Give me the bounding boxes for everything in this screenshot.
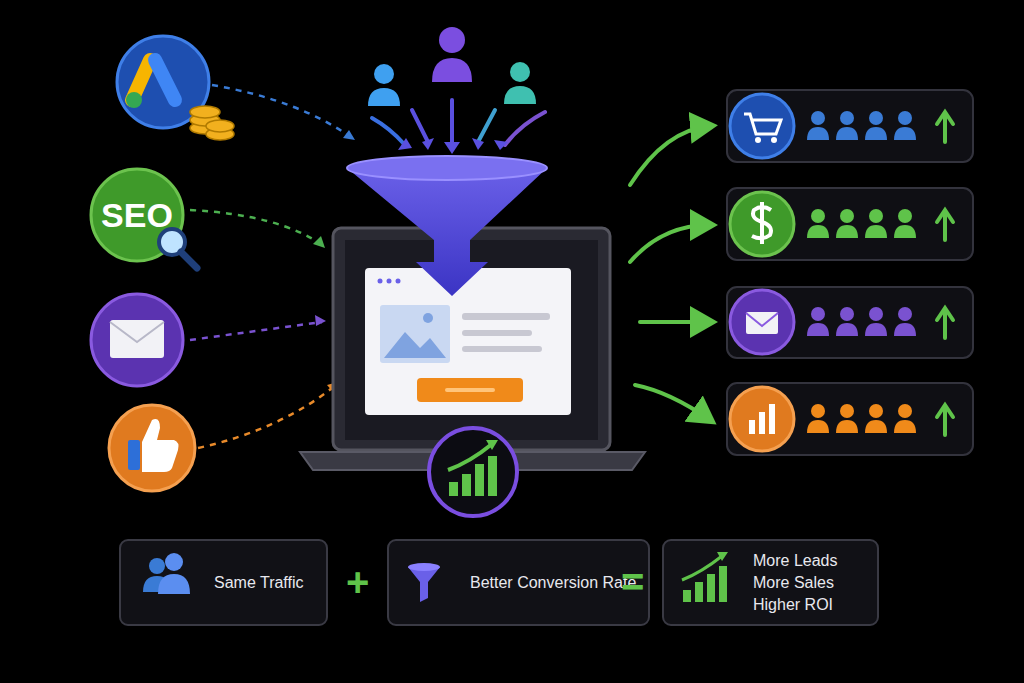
- person-icon: [898, 209, 912, 223]
- output-arrows: [630, 126, 710, 420]
- person-icon: [811, 209, 825, 223]
- person-icon: [840, 307, 854, 321]
- person-icon: [807, 323, 829, 336]
- source-lines: [190, 85, 355, 448]
- seo-icon: [91, 169, 197, 268]
- person-icon: [836, 420, 858, 433]
- person-icon: [811, 404, 825, 418]
- source-circle: SEO: [91, 169, 183, 261]
- person-icon: [898, 307, 912, 321]
- people-rows: [807, 111, 953, 435]
- person-icon: [840, 404, 854, 418]
- person-icon: [869, 209, 883, 223]
- node-text: More Leads: [753, 550, 838, 572]
- person-icon: [836, 323, 858, 336]
- person-icon: [840, 111, 854, 125]
- person-icon: [807, 420, 829, 433]
- person-icon: [811, 111, 825, 125]
- equation-box: More LeadsMore SalesHigher ROI: [663, 540, 878, 625]
- growth-badge: [429, 428, 517, 516]
- person-icon: [894, 225, 916, 238]
- up-arrow: [937, 210, 953, 240]
- person-icon: [840, 209, 854, 223]
- operator-sign: =: [621, 562, 644, 602]
- person-icon: [894, 323, 916, 336]
- person-icon: [865, 225, 887, 238]
- node-text: Higher ROI: [753, 594, 833, 616]
- person-icon: [869, 111, 883, 125]
- result-rows: [727, 90, 973, 455]
- equation-box: Better Conversion Rate: [388, 540, 648, 625]
- funnel-people: [368, 27, 545, 154]
- person-icon: [836, 127, 858, 140]
- email-icon: [91, 294, 183, 386]
- like-icon: [109, 405, 195, 491]
- person-icon: [811, 307, 825, 321]
- node-text: Same Traffic: [214, 573, 304, 593]
- person-icon: [869, 404, 883, 418]
- person-icon: [869, 307, 883, 321]
- ads-icon: [117, 36, 234, 140]
- person-icon: [807, 127, 829, 140]
- operator-sign: +: [346, 562, 369, 602]
- funnel: [347, 156, 547, 296]
- person-icon: [865, 127, 887, 140]
- person-icon: [894, 127, 916, 140]
- node-text: Better Conversion Rate: [470, 573, 636, 593]
- person-icon: [898, 111, 912, 125]
- node-text: More Sales: [753, 572, 834, 594]
- up-arrow: [937, 405, 953, 435]
- person-icon: [865, 420, 887, 433]
- up-arrow: [937, 308, 953, 338]
- node-text: SEO: [101, 194, 173, 237]
- person-icon: [836, 225, 858, 238]
- equation-boxes: [120, 540, 878, 625]
- person-icon: [898, 404, 912, 418]
- equation-box: Same Traffic: [120, 540, 327, 625]
- person-icon: [807, 225, 829, 238]
- up-arrow: [937, 112, 953, 142]
- person-icon: [894, 420, 916, 433]
- person-icon: [865, 323, 887, 336]
